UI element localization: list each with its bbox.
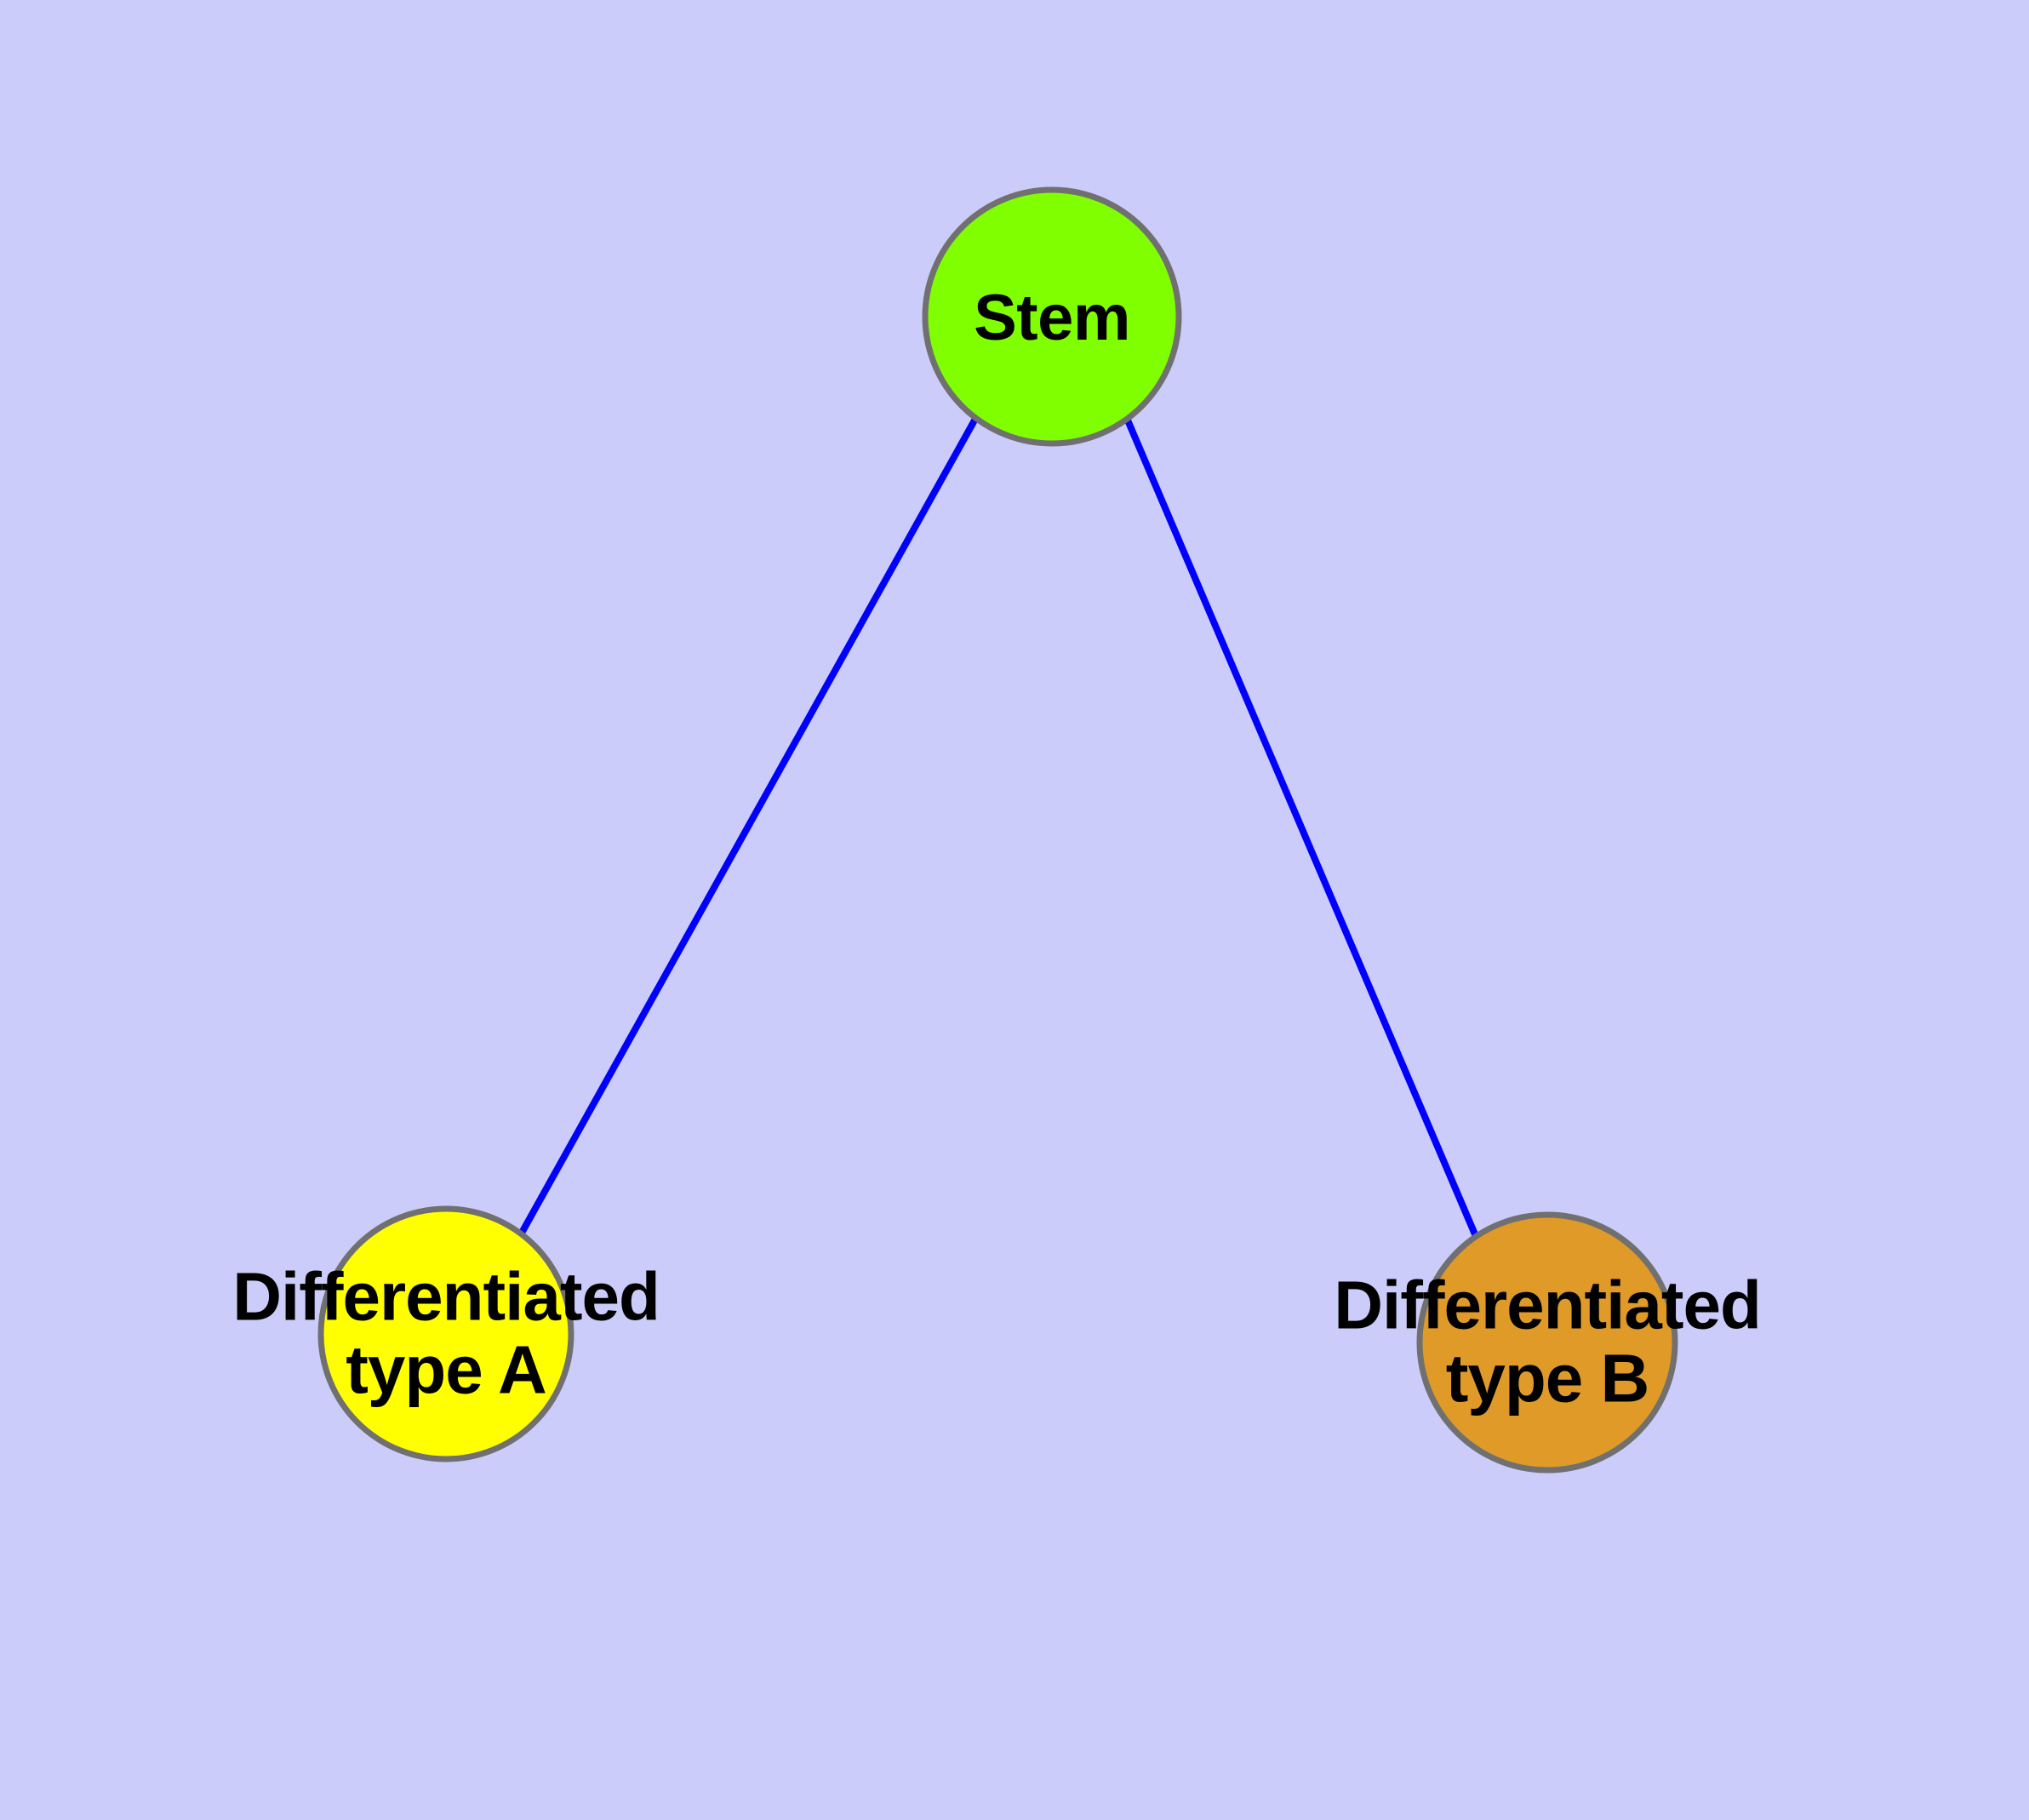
edge-stem-to-diff-a (517, 417, 979, 1236)
edge-stem-to-diff-b (1123, 415, 1478, 1236)
node-circle-diff_a[interactable] (317, 1205, 574, 1462)
edges-layer (517, 415, 1478, 1236)
node-circle-diff_b[interactable] (1416, 1211, 1678, 1474)
nodes-layer (317, 186, 1678, 1474)
node-circle-stem[interactable] (922, 186, 1182, 447)
